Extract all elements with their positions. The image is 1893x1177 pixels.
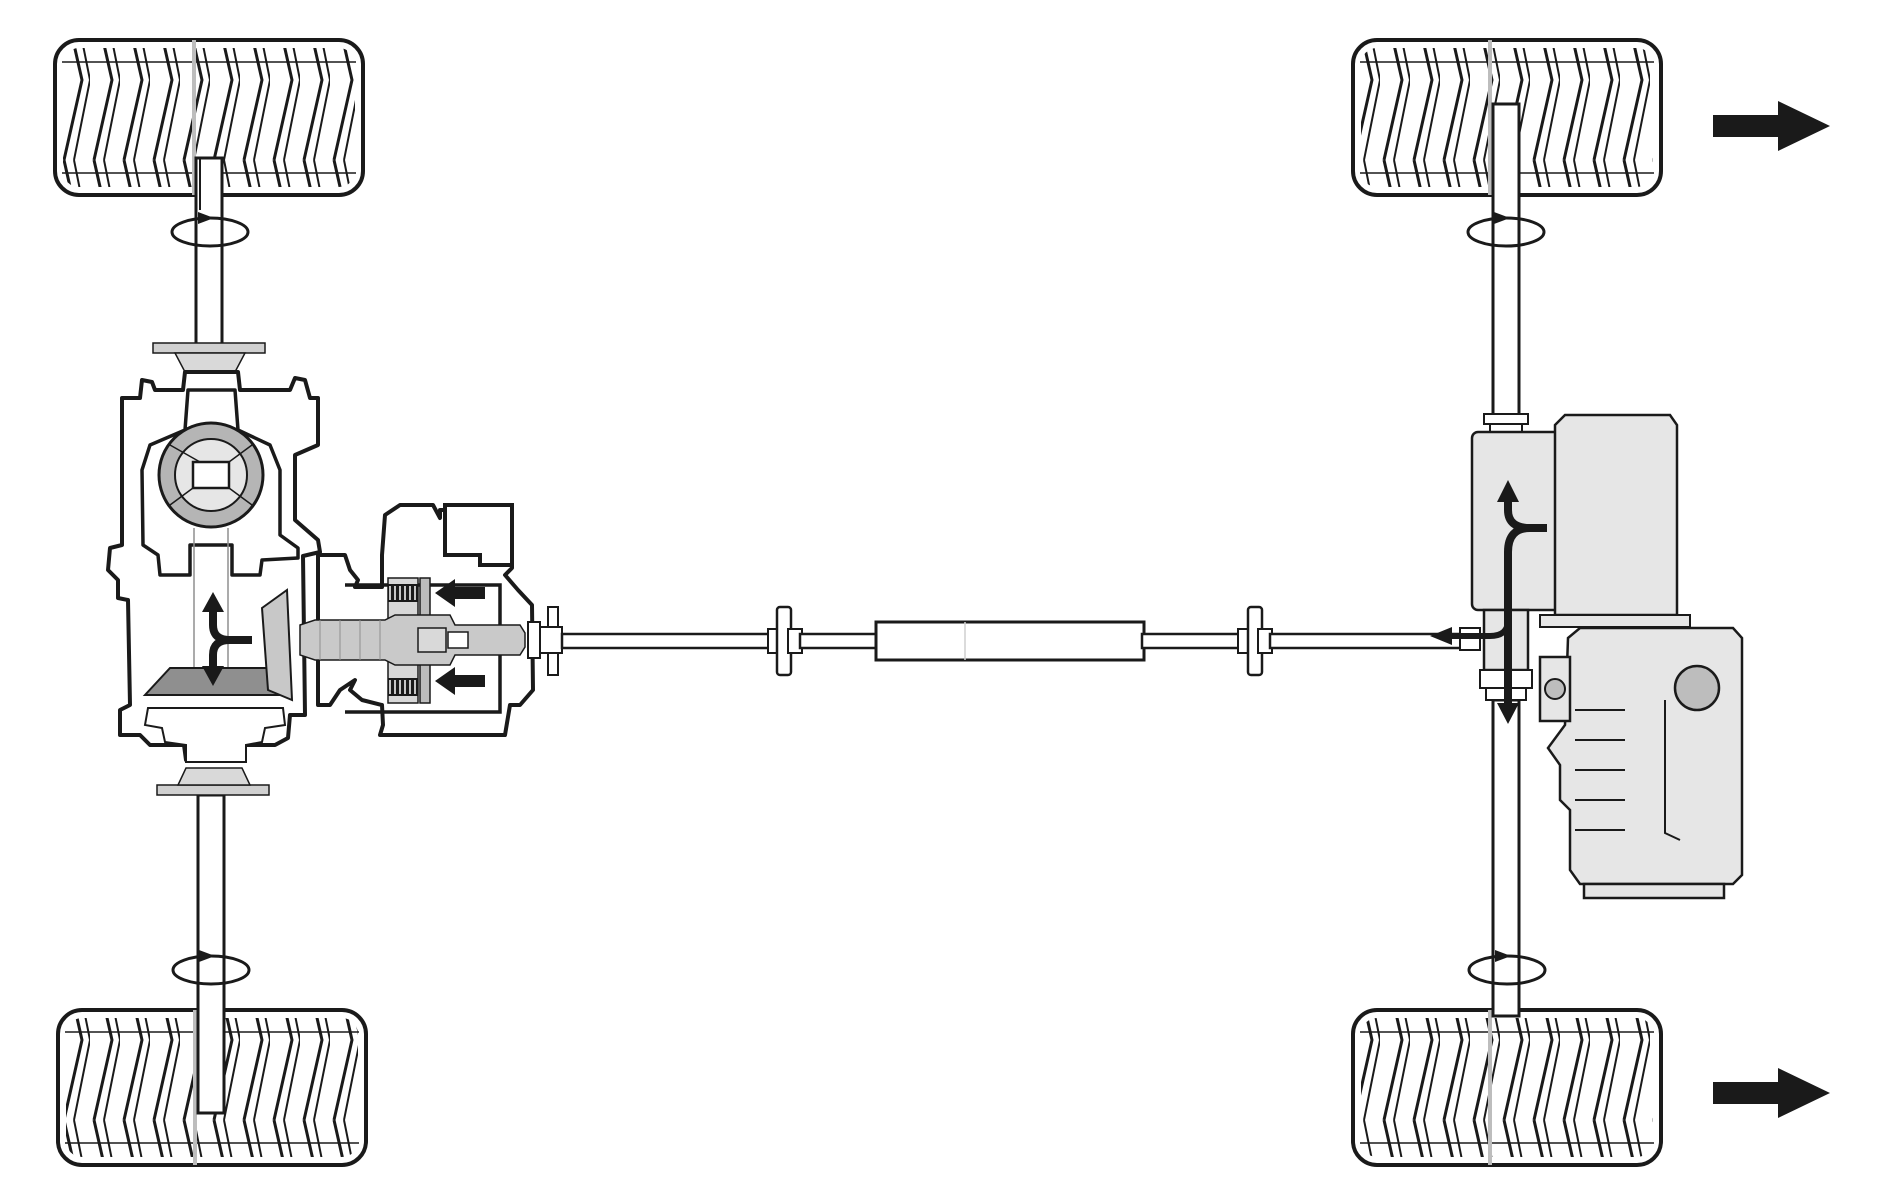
arrow-left-icon	[435, 579, 485, 607]
front-axle-shaft-upper	[1491, 102, 1521, 418]
front-torque-arrow	[1430, 480, 1547, 724]
transfer-coupling	[299, 503, 563, 737]
arrow-right-icon	[1713, 1068, 1830, 1118]
rear-diff-torque-arrow	[202, 592, 252, 686]
arrow-left-icon	[435, 667, 485, 695]
rear-differential	[106, 342, 322, 796]
rotation-arrowhead	[198, 212, 214, 224]
rotation-arrowhead	[1495, 950, 1511, 962]
rotation-arrowhead	[199, 950, 215, 962]
wheel-front-right	[1351, 1008, 1663, 1167]
engine	[1538, 413, 1744, 900]
wheel-rear-left	[53, 38, 365, 197]
front-axle-shaft-lower	[1491, 698, 1521, 1018]
arrow-left-icon	[1430, 627, 1452, 645]
arrow-right-icon	[1713, 101, 1830, 151]
propeller-shaft	[560, 605, 1464, 677]
rotation-arrowhead	[1494, 212, 1510, 224]
rear-axle-shaft-upper	[194, 156, 224, 348]
